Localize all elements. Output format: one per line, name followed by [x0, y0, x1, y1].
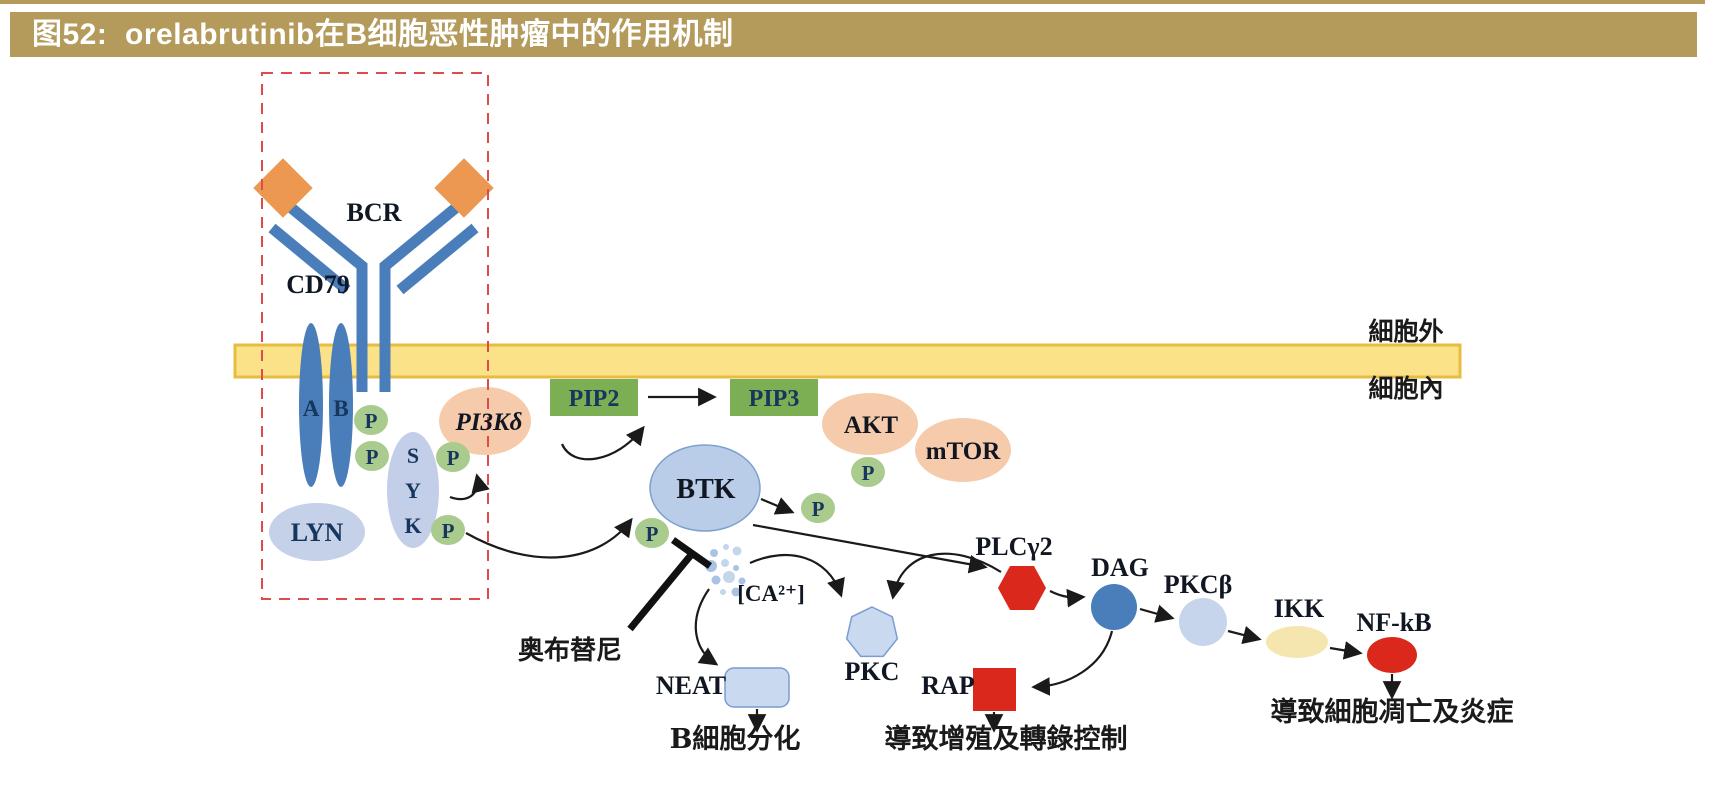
akt-label: AKT [844, 412, 899, 439]
btk-shape [649, 444, 761, 532]
cell-membrane [233, 343, 1462, 379]
inhibitor-label: 奥布替尼 [518, 635, 622, 666]
phospho-shape-4 [431, 515, 465, 545]
arrow-btk-phospho [760, 497, 795, 515]
dag-shape [1091, 584, 1137, 630]
neat-label: NEAT [656, 671, 726, 700]
arrow-ikk-nfkb [1329, 641, 1363, 660]
intracellular-label: 細胞內 [1368, 374, 1443, 403]
pkcb-label: PKCβ [1164, 570, 1233, 599]
cd79a-shape [299, 323, 323, 487]
extracellular-label: 細胞外 [1368, 317, 1443, 346]
arrow-pi3k-pip [560, 425, 645, 461]
pi3kd-shape [439, 387, 531, 455]
cd79-label: CD79 [286, 270, 350, 299]
ikk-label: IKK [1274, 594, 1325, 623]
phospho-label-7: P [862, 461, 875, 485]
cd79b-label: B [333, 396, 348, 421]
pathway-arrows [449, 387, 1402, 733]
calcium-dots [705, 544, 746, 597]
pkcb-shape [1179, 598, 1227, 646]
phospho-label-6: P [812, 497, 825, 521]
calcium-label: [CA²⁺] [737, 581, 805, 606]
phospho-label-2: P [366, 445, 379, 469]
arrow-syk-pi3k [449, 473, 490, 501]
phospho-shape-1 [354, 405, 388, 435]
neat-box [724, 667, 790, 708]
antigen-diamond-right [434, 158, 494, 218]
arrow-dag-pkcb [1139, 604, 1175, 623]
akt-shape [822, 393, 918, 455]
syk-shape [387, 432, 439, 548]
syk-letter-y: Y [405, 478, 421, 503]
ikk-shape [1266, 626, 1328, 658]
plcg2-label: PLCγ2 [975, 532, 1052, 561]
plcg2-shape [998, 566, 1046, 610]
inhibitor-tbar-shaft [627, 552, 694, 632]
bcr-heavy-chain-right [379, 201, 462, 392]
phospho-shape-7 [851, 457, 885, 487]
cd79a-label: A [303, 396, 320, 421]
arrow-calcium-neat [694, 588, 719, 666]
bcr-complex-frame [261, 72, 489, 600]
phospho-shape-2 [355, 441, 389, 471]
bcr-heavy-chain-left [285, 201, 368, 392]
mtor-label: mTOR [926, 438, 1001, 465]
lyn-shape [269, 503, 365, 561]
phospho-label-3: P [447, 446, 460, 470]
pip2-box [550, 379, 638, 416]
syk-letter-s: S [407, 443, 419, 468]
pkc-label: PKC [845, 657, 900, 686]
cd79b-shape [329, 323, 353, 487]
arrow-btk-plcg2 [752, 523, 988, 574]
inhibitor-tbar [627, 537, 713, 632]
nfkb-label: NF-kB [1356, 608, 1431, 637]
figure-title: 图52: orelabrutinib在B细胞恶性肿瘤中的作用机制 [32, 18, 734, 51]
bcr-label: BCR [347, 198, 402, 227]
rap-label: RAP [921, 671, 975, 700]
arrow-dag-rap [1031, 630, 1114, 696]
top-accent-bar [0, 0, 1705, 4]
phospho-group [354, 405, 885, 548]
phospho-shape-5 [635, 518, 669, 548]
arrow-plcg2-pkc [886, 552, 1002, 600]
arrow-pkcb-ikk [1227, 625, 1262, 645]
arrow-syk-btk [465, 517, 633, 559]
mtor-shape [915, 418, 1011, 482]
pi3kd-label: PI3Kδ [455, 409, 523, 436]
phospho-label-5: P [646, 522, 659, 546]
arrow-plcg2-dag [1049, 588, 1086, 608]
figure-title-bar: 图52: orelabrutinib在B细胞恶性肿瘤中的作用机制 [10, 12, 1697, 57]
pkc-shape [845, 606, 899, 658]
pip2-label: PIP2 [569, 386, 620, 412]
outcome-apoptosis-label: 導致細胞凋亡及炎症 [1271, 696, 1514, 728]
syk-letter-k: K [404, 513, 421, 538]
dag-label: DAG [1091, 553, 1149, 582]
phospho-shape-3 [436, 442, 470, 472]
bcr-light-chain-right [396, 223, 479, 295]
outcome-differentiation-label: B細胞分化 [670, 724, 801, 755]
btk-label: BTK [676, 474, 735, 505]
nfkb-shape [1367, 637, 1417, 673]
phospho-shape-6 [801, 493, 835, 523]
rap-box [973, 668, 1016, 711]
pip3-label: PIP3 [749, 386, 800, 412]
bcr-light-chain-left [268, 223, 351, 295]
arrow-calcium-pkc [749, 553, 845, 598]
phospho-label-4: P [442, 519, 455, 543]
bcr-antibody [268, 201, 479, 392]
inhibitor-tbar-cap [670, 537, 713, 569]
outcome-proliferation-label: 導致增殖及轉錄控制 [885, 723, 1128, 755]
pip3-box [730, 379, 818, 416]
phospho-label-1: P [365, 409, 378, 433]
lyn-label: LYN [291, 518, 344, 547]
